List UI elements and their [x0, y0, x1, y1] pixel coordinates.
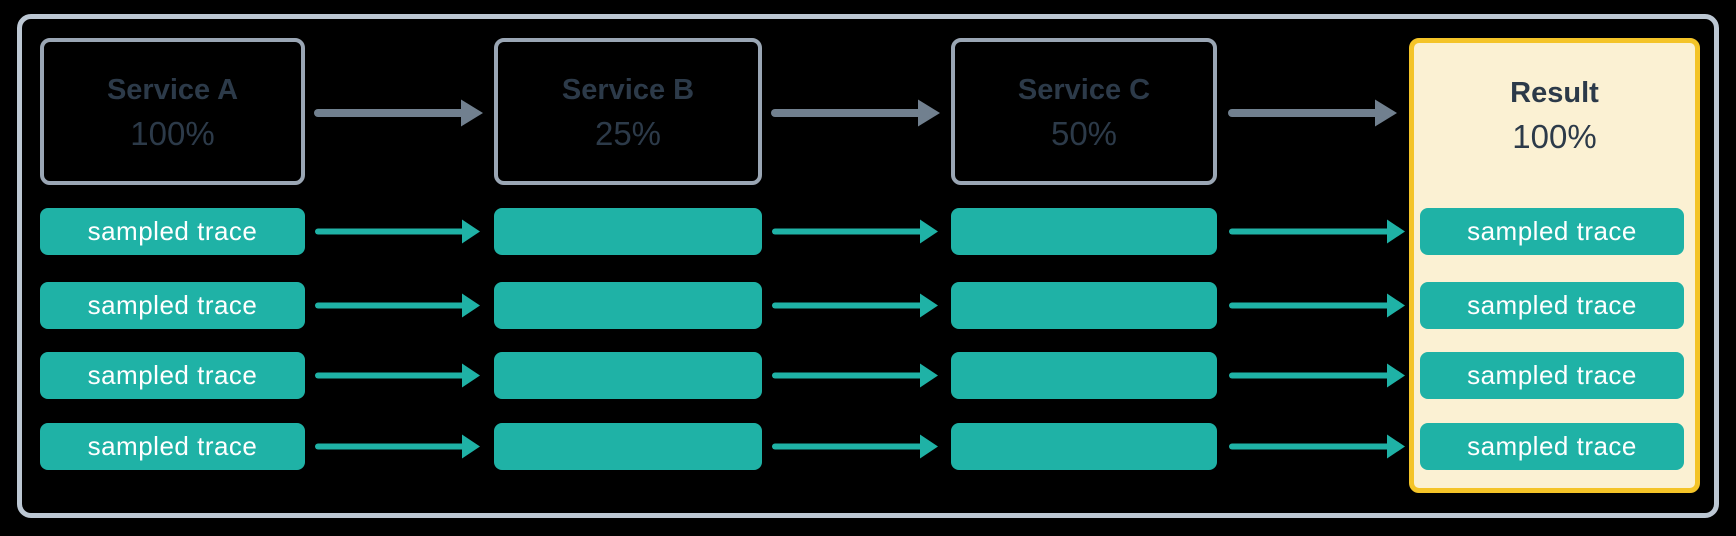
- trace-pill-unlabeled: [951, 208, 1217, 255]
- result-header: Result 100%: [1414, 43, 1695, 186]
- trace-pill-unlabeled: [494, 208, 762, 255]
- trace-pill-unlabeled: [494, 282, 762, 329]
- node-service-b: Service B 25%: [494, 38, 762, 185]
- node-sampling-rate: 100%: [1512, 117, 1597, 155]
- trace-pill-unlabeled: [951, 423, 1217, 470]
- trace-pill-unlabeled: [951, 282, 1217, 329]
- node-title: Result: [1510, 76, 1599, 109]
- trace-pill-result: sampled trace: [1420, 423, 1684, 470]
- node-title: Service B: [561, 73, 695, 106]
- trace-pill-unlabeled: [951, 352, 1217, 399]
- trace-pill-source: sampled trace: [40, 208, 305, 255]
- node-result: Result 100%: [1409, 38, 1700, 493]
- trace-pill-unlabeled: [494, 423, 762, 470]
- trace-pill-source: sampled trace: [40, 423, 305, 470]
- node-title: Service C: [1017, 73, 1151, 106]
- trace-pill-result: sampled trace: [1420, 352, 1684, 399]
- node-sampling-rate: 25%: [594, 114, 662, 152]
- node-sampling-rate: 50%: [1050, 114, 1118, 152]
- diagram-frame: [17, 14, 1719, 518]
- trace-pill-result: sampled trace: [1420, 282, 1684, 329]
- trace-pill-source: sampled trace: [40, 352, 305, 399]
- node-service-c: Service C 50%: [951, 38, 1217, 185]
- node-title: Service A: [106, 73, 239, 106]
- trace-pill-source: sampled trace: [40, 282, 305, 329]
- trace-pill-result: sampled trace: [1420, 208, 1684, 255]
- node-service-a: Service A 100%: [40, 38, 305, 185]
- node-sampling-rate: 100%: [130, 114, 215, 152]
- trace-pill-unlabeled: [494, 352, 762, 399]
